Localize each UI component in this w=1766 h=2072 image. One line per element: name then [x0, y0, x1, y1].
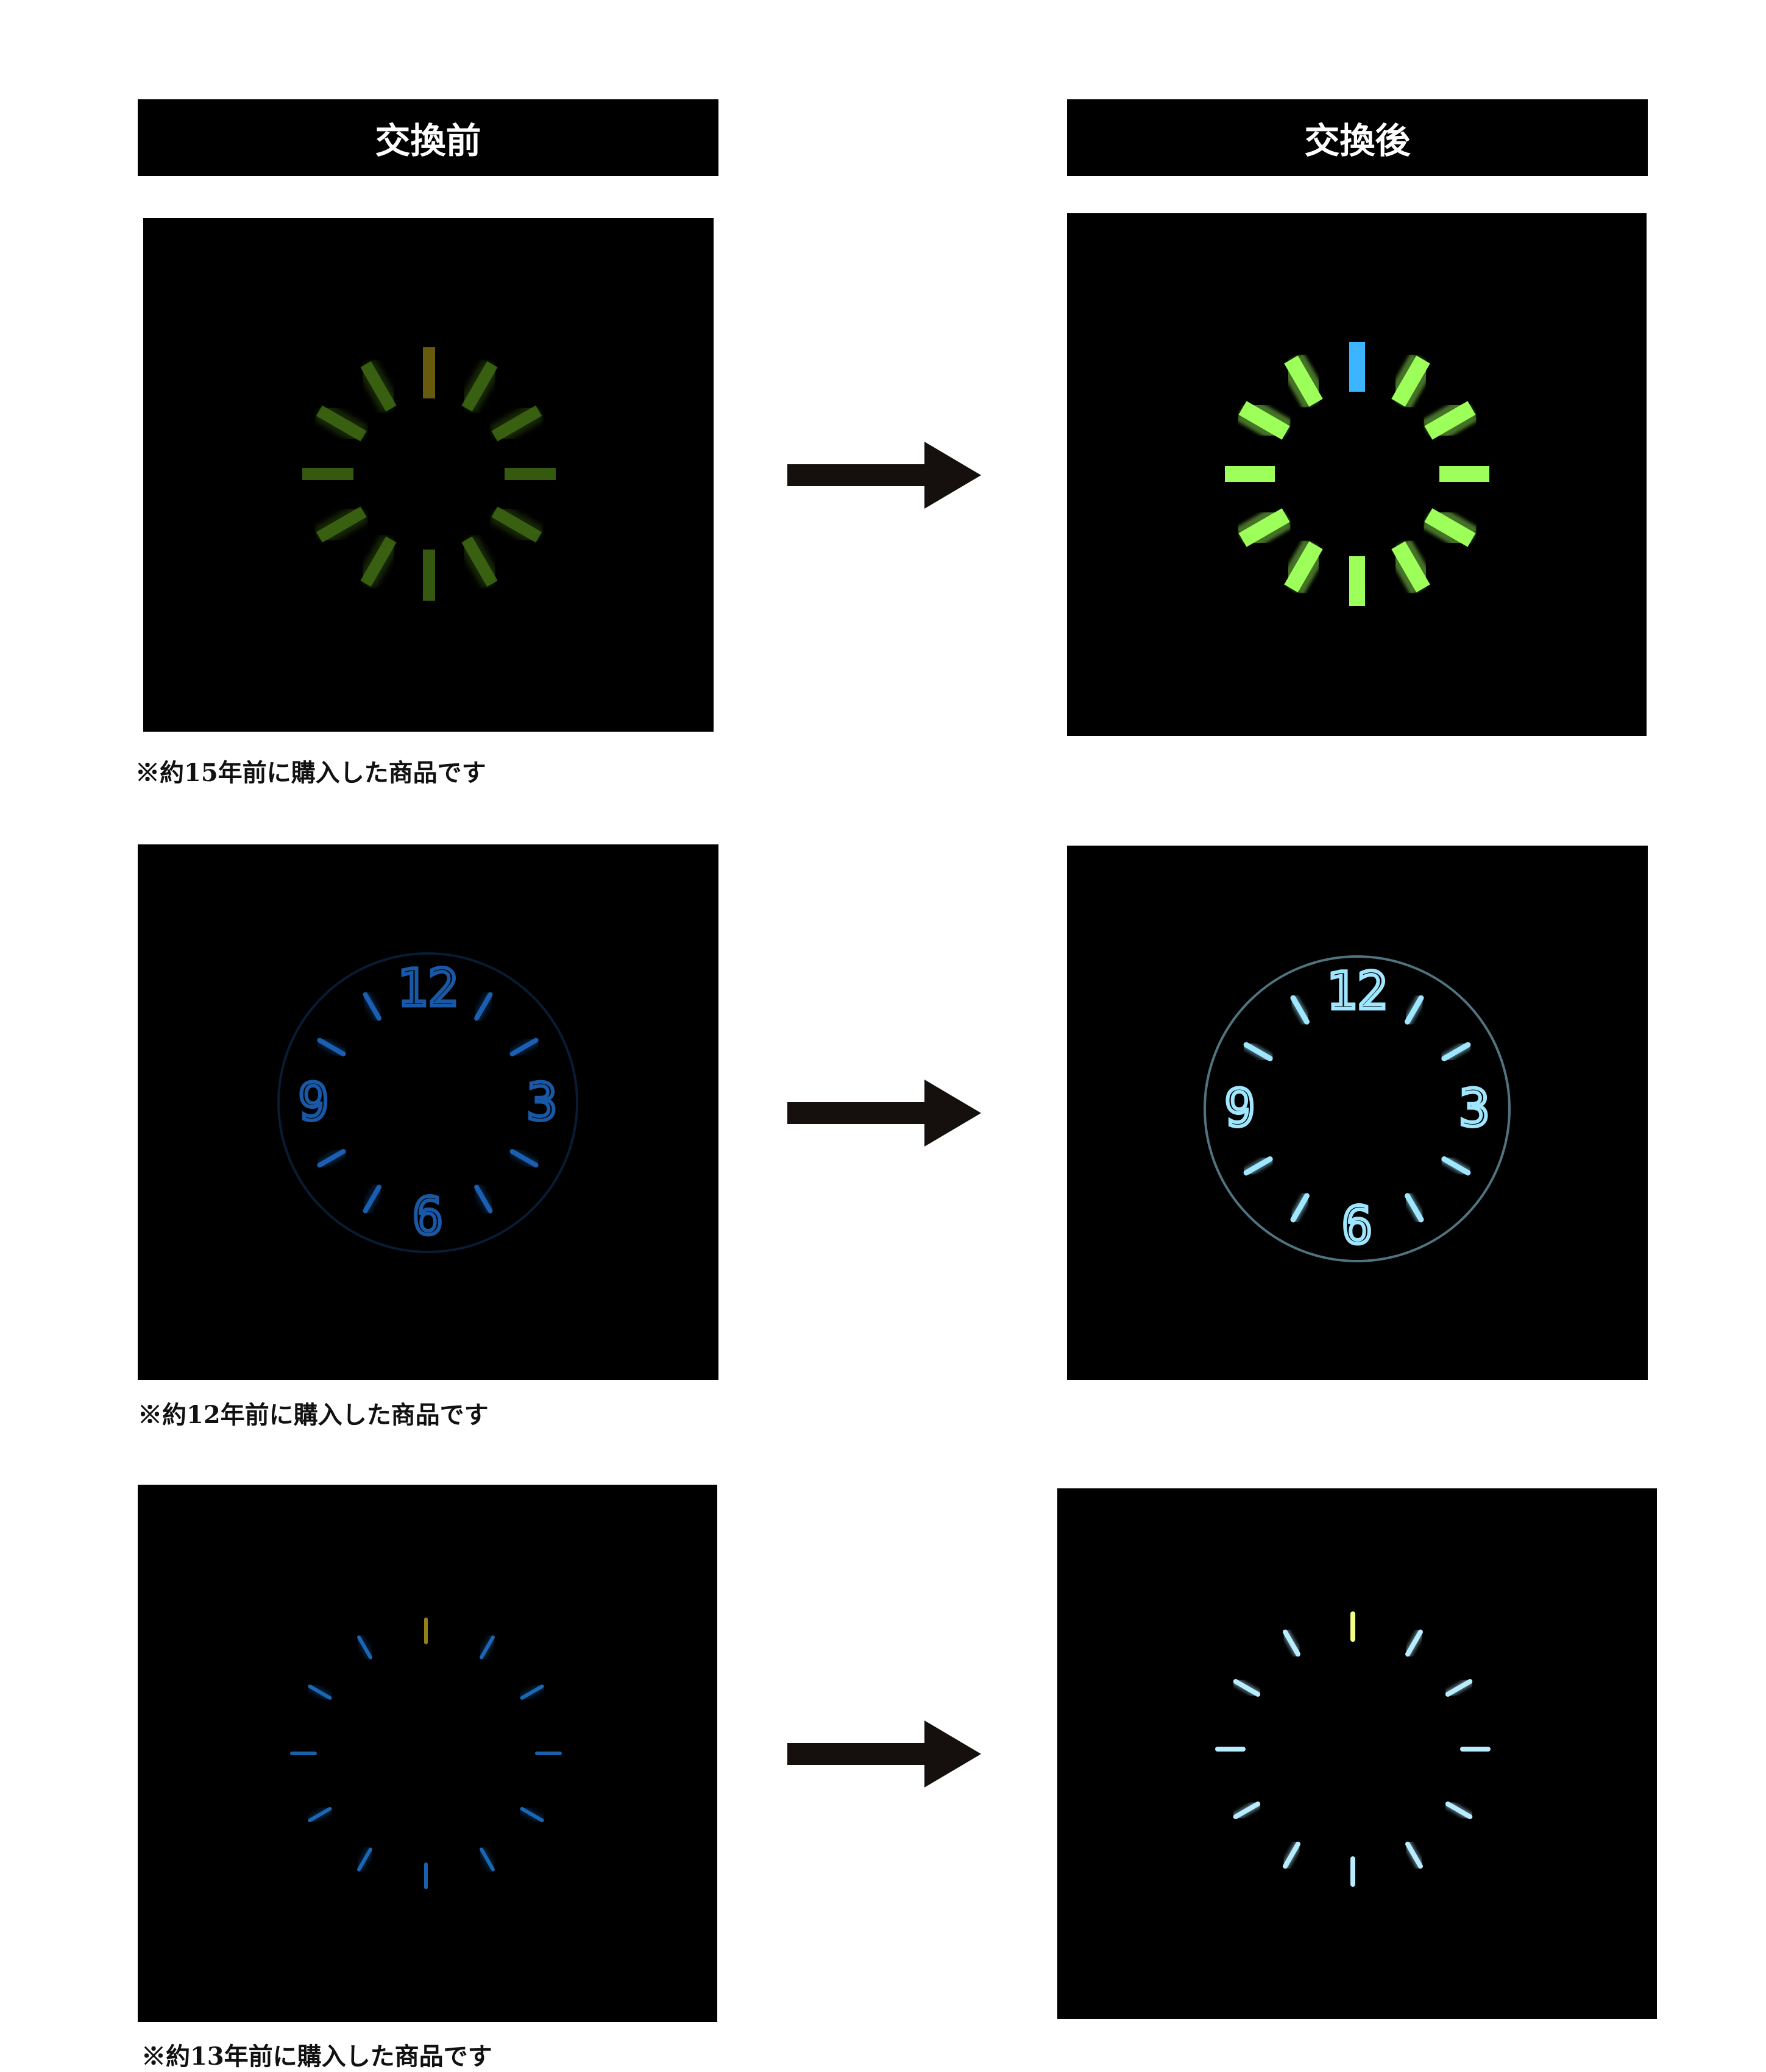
- bezel-ring: [1204, 955, 1511, 1262]
- dial-numeral: 3: [527, 1072, 558, 1132]
- hour-marker: [1231, 1677, 1263, 1699]
- hour-marker: [307, 1683, 333, 1702]
- caption-3: ※約13年前に購入した商品です: [141, 2042, 492, 2071]
- hour-marker: [356, 534, 401, 590]
- hour-marker: [508, 1036, 541, 1059]
- hour-marker: [356, 358, 401, 414]
- hour-marker: [1443, 1799, 1475, 1822]
- hour-marker: [489, 401, 545, 446]
- hour-marker: [1439, 1039, 1473, 1064]
- hour-marker: [519, 1805, 545, 1824]
- hour-marker: [313, 401, 369, 446]
- hour-marker: [355, 1634, 374, 1661]
- caption-1: ※約15年前に購入した商品です: [135, 758, 486, 787]
- hour-marker: [472, 990, 495, 1023]
- dial-numeral: 6: [1342, 1196, 1373, 1256]
- hour-marker: [1386, 538, 1436, 596]
- hour-marker: [1278, 538, 1328, 596]
- arrow-icon: [787, 442, 981, 509]
- hour-marker: [1280, 1627, 1303, 1659]
- dial-numeral: 9: [298, 1072, 329, 1132]
- hour-marker: [1280, 1839, 1303, 1871]
- after-header-label: 交換後: [1304, 120, 1411, 161]
- hour-marker: [1288, 993, 1312, 1027]
- hour-marker: [472, 1183, 495, 1215]
- before-header-label: 交換前: [375, 120, 481, 161]
- hour-marker: [315, 1147, 348, 1170]
- after-photo-2: 12 3 6 9: [1067, 846, 1648, 1380]
- caption-2: ※約12年前に購入した商品です: [138, 1401, 489, 1429]
- hour-marker: [1278, 352, 1328, 410]
- hour-marker: [1403, 1627, 1425, 1659]
- hour-marker: [315, 1036, 348, 1059]
- dial-numeral: 9: [1224, 1078, 1255, 1138]
- hour-marker: [1241, 1039, 1275, 1064]
- before-header: 交換前: [138, 99, 718, 176]
- hour-marker: [355, 1846, 374, 1873]
- hour-marker: [478, 1634, 497, 1661]
- after-photo-3: [1057, 1488, 1657, 2019]
- bezel-ring: [277, 952, 578, 1253]
- hour-marker: [508, 1147, 541, 1170]
- arrow-icon: [787, 1720, 981, 1787]
- hour-marker: [1443, 1677, 1475, 1699]
- hour-marker: [519, 1683, 545, 1702]
- dial-numeral: 3: [1459, 1078, 1490, 1138]
- hour-marker: [1402, 993, 1427, 1027]
- before-photo-3: [138, 1485, 717, 2022]
- hour-marker: [1235, 395, 1293, 445]
- hour-marker: [1421, 503, 1479, 553]
- before-photo-1: [143, 218, 714, 732]
- hour-marker: [313, 502, 369, 547]
- after-photo-1: [1067, 213, 1647, 736]
- hour-marker: [1288, 1190, 1312, 1225]
- dial-numeral: 12: [397, 958, 458, 1018]
- hour-marker: [1439, 1154, 1473, 1178]
- hour-marker: [478, 1846, 497, 1873]
- hour-marker: [489, 502, 545, 547]
- dial-numeral: 6: [413, 1187, 444, 1246]
- hour-marker: [1403, 1839, 1425, 1871]
- hour-marker: [1235, 503, 1293, 553]
- hour-marker: [1402, 1190, 1427, 1225]
- hour-marker: [361, 990, 384, 1023]
- dial-numeral: 12: [1326, 961, 1388, 1021]
- arrow-icon: [787, 1080, 981, 1147]
- hour-marker: [307, 1805, 333, 1824]
- hour-marker: [457, 534, 502, 590]
- before-photo-2: 12 3 6 9: [138, 844, 718, 1380]
- after-header: 交換後: [1067, 99, 1648, 176]
- hour-marker: [1231, 1799, 1263, 1822]
- hour-marker: [361, 1183, 384, 1215]
- hour-marker: [457, 358, 502, 414]
- hour-marker: [1421, 395, 1479, 445]
- hour-marker: [1386, 352, 1436, 410]
- hour-marker: [1241, 1154, 1275, 1178]
